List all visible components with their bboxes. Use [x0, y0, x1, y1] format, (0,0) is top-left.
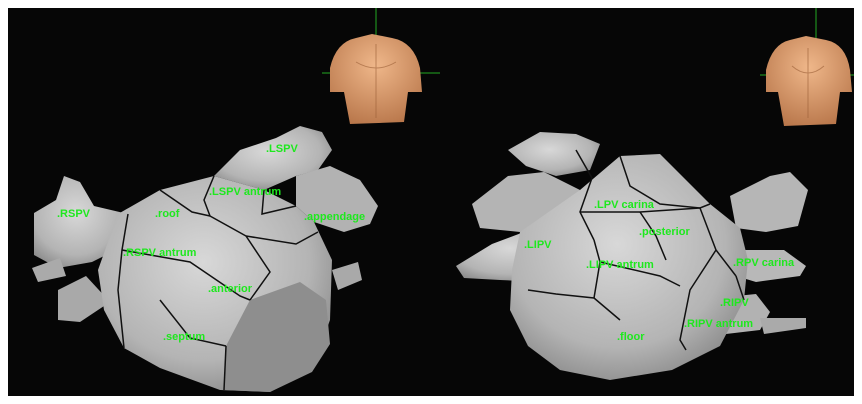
label-lpv-carina: .LPV carina	[594, 199, 655, 211]
label-appendage: .appendage	[304, 211, 365, 223]
label-lspv: .LSPV	[266, 143, 298, 155]
label-rspv-antrum: .RSPV antrum	[123, 247, 197, 259]
label-ripv: .RIPV	[720, 297, 749, 309]
label-lipv-antrum: .LIPV antrum	[586, 259, 654, 271]
label-floor: .floor	[617, 331, 645, 343]
label-lspv-antrum: .LSPV antrum	[209, 186, 281, 198]
label-anterior: .anterior	[208, 283, 253, 295]
label-rpv-carina: .RPV carina	[733, 257, 795, 269]
label-posterior: .posterior	[639, 226, 690, 238]
label-septum: .septum	[163, 331, 205, 343]
label-roof: .roof	[155, 208, 180, 220]
label-ripv-antrum: .RIPV antrum	[684, 318, 753, 330]
label-lipv: .LIPV	[524, 239, 552, 251]
label-rspv: .RSPV	[57, 208, 91, 220]
